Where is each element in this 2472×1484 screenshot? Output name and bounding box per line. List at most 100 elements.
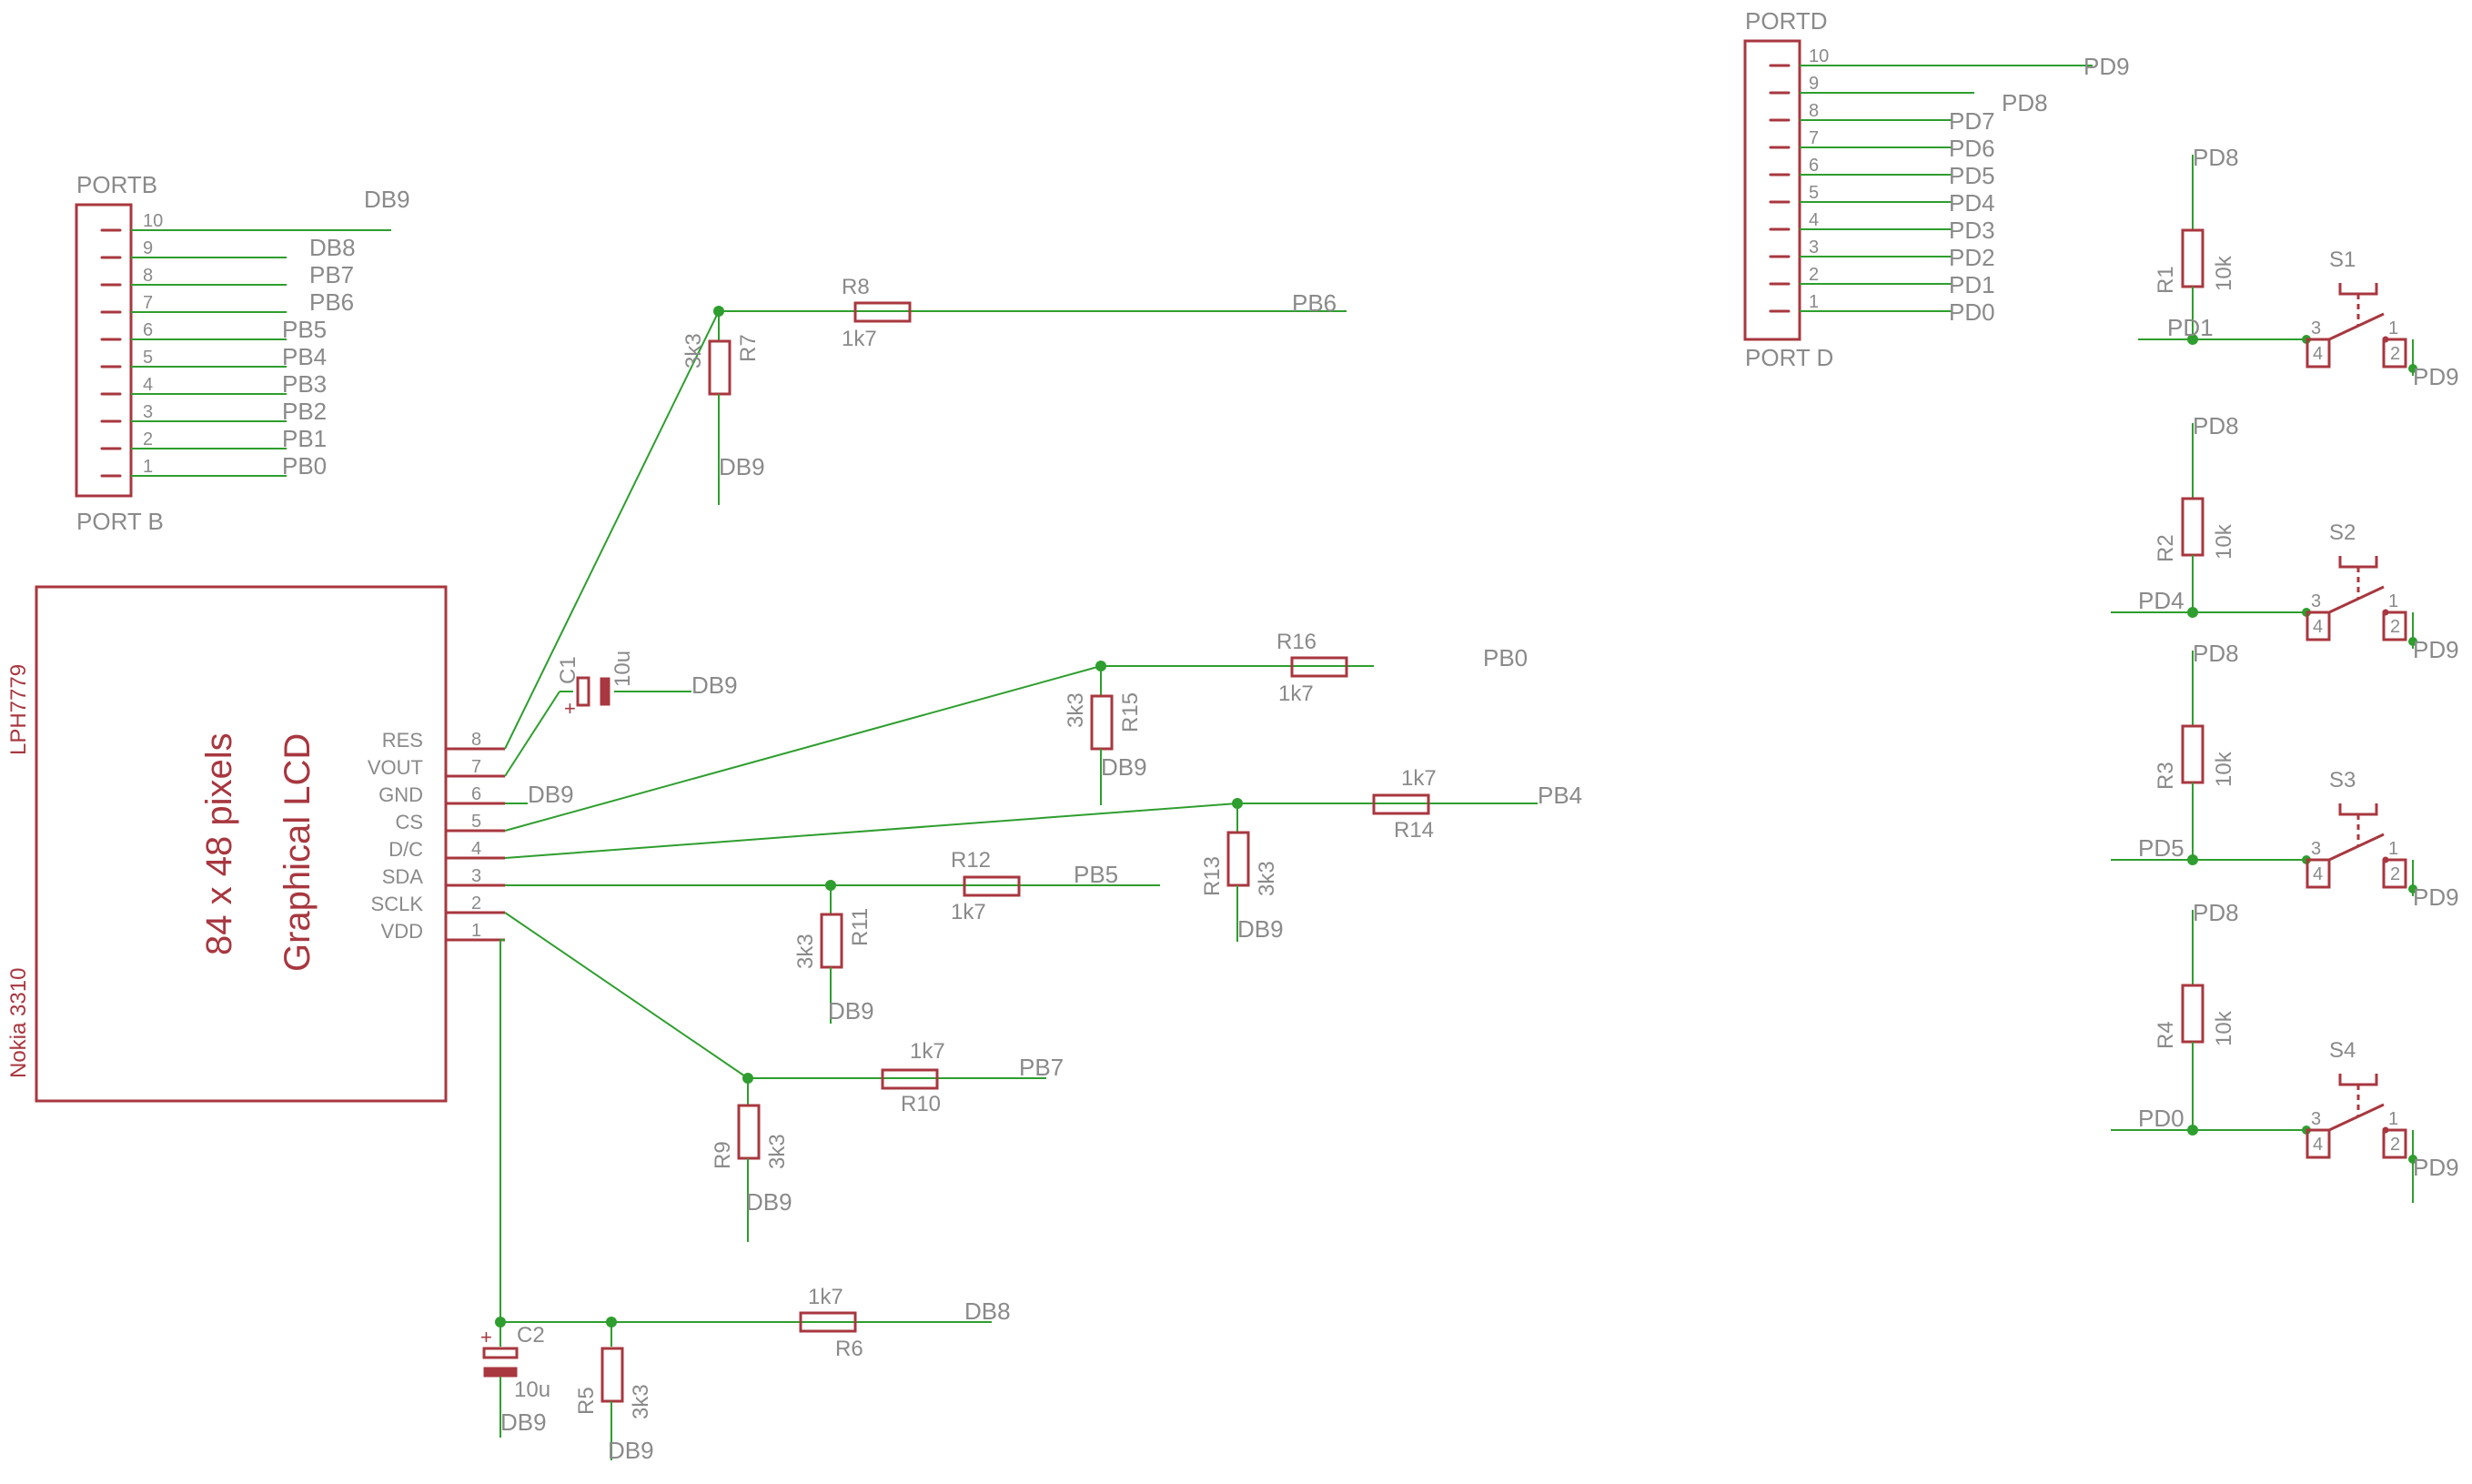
- portd-name: PORTD: [1745, 7, 1828, 35]
- r14-net: PB4: [1538, 782, 1582, 809]
- portd-net-pd0: PD0: [1949, 298, 1995, 326]
- r13-gnd-net: DB9: [1237, 915, 1284, 943]
- r15-gnd-net: DB9: [1101, 753, 1147, 781]
- r11-value: 3k3: [793, 934, 818, 969]
- switch-pin-4: 4: [2313, 1135, 2323, 1155]
- button-resistor-value: 10k: [2212, 523, 2236, 560]
- lcd-pin-number: 4: [471, 839, 481, 859]
- portd-pin-number: 7: [1809, 128, 1819, 148]
- resistor-r14: 1k7 R14 PB4: [1372, 766, 1582, 843]
- portb-pin-number: 3: [143, 402, 153, 422]
- r5-value: 3k3: [629, 1384, 653, 1419]
- button-input-net: PD1: [2167, 314, 2214, 341]
- button-resistor-value: 10k: [2212, 751, 2236, 787]
- switch-pin-3: 3: [2311, 591, 2321, 611]
- portd-net-pd9: PD9: [2084, 53, 2130, 80]
- portb-net-pb2: PB2: [282, 398, 327, 425]
- portb-name: PORTB: [76, 171, 157, 198]
- lcd-pin-number: 7: [471, 757, 481, 777]
- portd-net-pd8: PD8: [2002, 89, 2048, 116]
- r16-net: PB0: [1483, 644, 1528, 671]
- portb-net-db9: DB9: [364, 186, 410, 213]
- portb-pin-number: 7: [143, 293, 153, 313]
- switch-pin-4: 4: [2313, 864, 2323, 884]
- lcd-pin-number: 3: [471, 866, 481, 886]
- switch-pin-1: 1: [2388, 1109, 2398, 1129]
- switch-pin-2: 2: [2390, 344, 2400, 364]
- r12-net: PB5: [1074, 861, 1118, 888]
- portd-pin-number: 9: [1809, 74, 1819, 94]
- button-resistor-value: 10k: [2212, 1010, 2236, 1046]
- svg-text:+: +: [564, 697, 576, 720]
- switch-name: S4: [2329, 1038, 2356, 1063]
- button-resistor-name: R4: [2154, 1021, 2178, 1049]
- portd-net-pd3: PD3: [1949, 217, 1995, 244]
- switch-pin-3: 3: [2311, 1109, 2321, 1129]
- portb-pin-number: 4: [143, 375, 153, 395]
- lcd-pin-number: 5: [471, 812, 481, 832]
- r16-value: 1k7: [1278, 681, 1314, 706]
- r7-value: 3k3: [681, 333, 706, 368]
- portd-pin-number: 5: [1809, 183, 1819, 203]
- resistor-r7: 3k3 R7 DB9: [681, 311, 765, 505]
- c1-value: 10u: [610, 651, 635, 687]
- button-resistor-name: R2: [2154, 534, 2178, 562]
- portd-net-pd5: PD5: [1949, 162, 1995, 189]
- lcd-pin-number: 6: [471, 784, 481, 804]
- r15-name: R15: [1118, 692, 1143, 732]
- resistor-r13: R13 3k3 DB9: [1200, 803, 1284, 943]
- c1-name: C1: [556, 656, 580, 684]
- resistor-r15: 3k3 R15 DB9: [1064, 666, 1147, 805]
- r6-name: R6: [835, 1337, 863, 1361]
- portb-pin-number: 10: [143, 211, 163, 231]
- resistor-r5: R5 3k3 DB9: [574, 1322, 654, 1464]
- c2-name: C2: [517, 1323, 545, 1348]
- switch-name: S1: [2329, 247, 2356, 272]
- lcd-pin-name: SCLK: [371, 893, 424, 915]
- portb-net-pb7: PB7: [309, 261, 354, 288]
- resistor-r6: 1k7 R6 DB8: [799, 1285, 1011, 1361]
- switch-pin-4: 4: [2313, 617, 2323, 637]
- portb-pin-number: 6: [143, 320, 153, 340]
- button-resistor-name: R1: [2154, 266, 2178, 294]
- lcd-pin-number: 1: [471, 921, 481, 941]
- portb-net-pb1: PB1: [282, 425, 327, 452]
- r7-gnd-net: DB9: [719, 453, 765, 480]
- lcd-brand: Nokia 3310: [6, 968, 31, 1078]
- r15-value: 3k3: [1064, 692, 1088, 728]
- svg-text:+: +: [480, 1326, 492, 1348]
- c1-net: DB9: [691, 671, 738, 699]
- button-pullup-net: PD8: [2193, 412, 2239, 439]
- r7-name: R7: [736, 334, 761, 362]
- portb-net-pb6: PB6: [309, 288, 354, 316]
- r14-name: R14: [1394, 818, 1434, 843]
- switch-pin-1: 1: [2388, 591, 2398, 611]
- portd-pin-number: 6: [1809, 156, 1819, 176]
- r8-name: R8: [842, 275, 870, 299]
- lcd-pin-number: 2: [471, 893, 481, 914]
- resistor-r11: 3k3 R11 DB9: [793, 885, 874, 1025]
- lcd-resolution: 84 x 48 pixels: [199, 732, 239, 955]
- button-input-net: PD5: [2138, 834, 2184, 862]
- portd-net-pd2: PD2: [1949, 244, 1995, 271]
- r8-value: 1k7: [842, 327, 877, 351]
- portb-net-pb5: PB5: [282, 316, 327, 343]
- portb-pin-number: 2: [143, 429, 153, 449]
- button-resistor-name: R3: [2154, 762, 2178, 790]
- portb-body: [75, 203, 133, 498]
- lcd-pin-name: VOUT: [368, 756, 423, 779]
- portd-net-pd1: PD1: [1949, 271, 1995, 298]
- r10-net: PB7: [1019, 1054, 1064, 1081]
- r13-value: 3k3: [1255, 861, 1279, 896]
- lcd-model: LPH7779: [6, 664, 31, 755]
- portd-label: PORT D: [1745, 344, 1833, 371]
- switch-pin-2: 2: [2390, 617, 2400, 637]
- button-pullup-net: PD8: [2193, 144, 2239, 171]
